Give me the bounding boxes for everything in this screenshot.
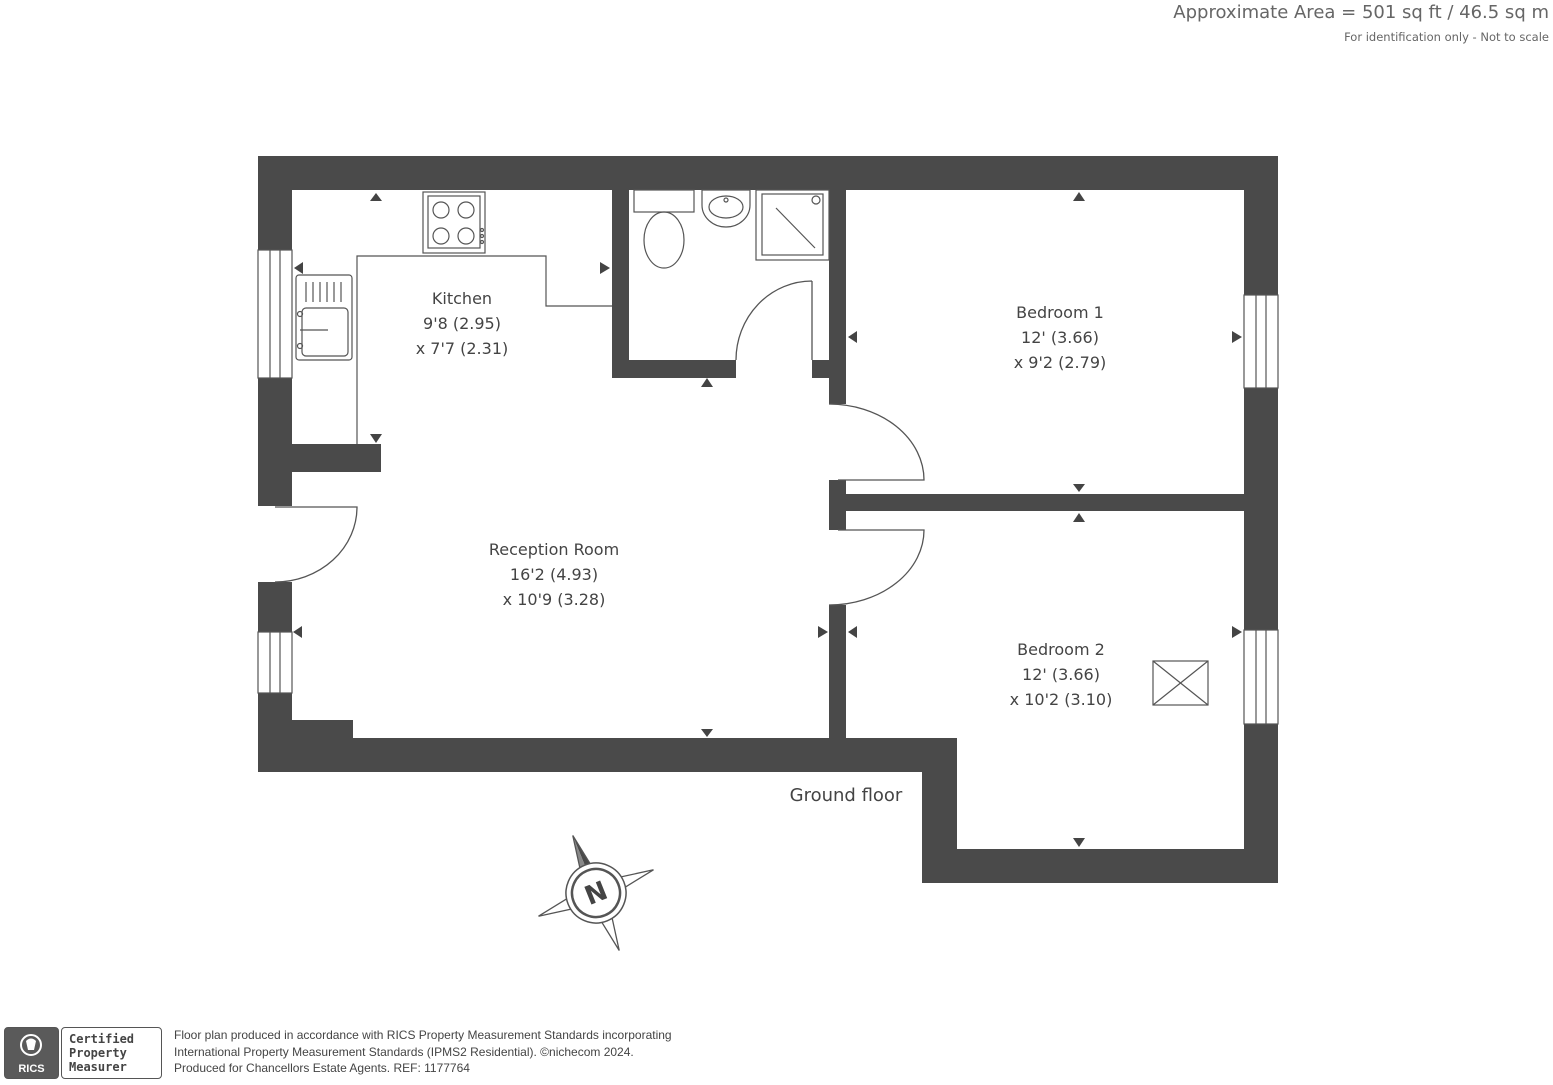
worktop-outline [356, 255, 612, 444]
arrow-up-icon [1073, 513, 1085, 522]
approximate-area: Approximate Area = 501 sq ft / 46.5 sq m [1173, 2, 1549, 23]
dimension-arrows [293, 192, 1242, 847]
wall-central-3 [829, 605, 846, 738]
identification-note: For identification only - Not to scale [1344, 30, 1549, 44]
walls [258, 156, 1278, 883]
bedroom2-dim2: x 10'2 (3.10) [1010, 690, 1113, 709]
arrow-left-icon [848, 331, 857, 343]
wall-left-1 [258, 156, 292, 250]
kitchen-dim1: 9'8 (2.95) [423, 314, 501, 333]
basin-icon [701, 189, 751, 228]
window-kitchen [257, 249, 293, 379]
reception-name: Reception Room [489, 540, 619, 559]
wall-kitchen-partition [292, 444, 381, 472]
hob-icon [422, 191, 486, 254]
bathroom-door [735, 280, 813, 361]
badge-line: Measurer [69, 1060, 127, 1074]
arrow-left-icon [293, 626, 302, 638]
floor-label: Ground floor [790, 785, 903, 806]
entrance-door [274, 506, 358, 583]
bedroom1-door [828, 403, 925, 481]
wall-bottom-step [292, 720, 353, 738]
arrow-down-icon [701, 729, 713, 737]
wall-left-3 [258, 582, 292, 632]
bathroom-fittings [633, 189, 830, 269]
footer-line: International Property Measurement Stand… [174, 1044, 634, 1059]
arrow-right-icon [1232, 626, 1242, 638]
loft-hatch-icon [1152, 660, 1209, 706]
rics-word: RICS [18, 1063, 45, 1075]
compass-icon: N [538, 835, 654, 951]
arrow-up-icon [370, 193, 382, 201]
arrow-right-icon [1232, 331, 1242, 343]
wall-left-bedroom2 [922, 738, 957, 883]
kitchen-dim2: x 7'7 (2.31) [416, 339, 509, 358]
wall-bottom-reception [258, 738, 956, 772]
wall-top [258, 156, 1278, 190]
reception-dim1: 16'2 (4.93) [510, 565, 598, 584]
footer-notice: Floor plan produced in accordance with R… [174, 1027, 672, 1077]
arrow-down-icon [370, 434, 382, 443]
badge-line: Certified [69, 1032, 135, 1046]
arrow-down-icon [1073, 484, 1085, 492]
arrow-left-icon [848, 626, 857, 638]
doors [274, 280, 925, 606]
arrow-up-icon [701, 378, 713, 387]
wall-right-1 [1244, 156, 1278, 295]
bedroom2-dim1: 12' (3.66) [1022, 665, 1100, 684]
wall-bedroom-divider [846, 494, 1278, 511]
arrow-down-icon [1073, 838, 1085, 847]
lion-icon [20, 1034, 42, 1056]
bedroom2-name: Bedroom 2 [1017, 640, 1105, 659]
window-bedroom2 [1243, 629, 1279, 725]
window-reception [257, 631, 293, 694]
toilet-icon [633, 189, 695, 269]
wall-central-2 [829, 480, 846, 530]
wall-bath-left [612, 190, 629, 378]
arrow-right-icon [600, 262, 610, 274]
rics-logo: RICS [4, 1027, 59, 1079]
kitchen-name: Kitchen [432, 289, 492, 308]
arrow-left-icon [294, 262, 303, 274]
wall-left-2 [258, 378, 292, 506]
shower-icon [755, 189, 830, 261]
room-labels: Kitchen 9'8 (2.95) x 7'7 (2.31) Bedroom … [416, 289, 1113, 709]
certified-badge: Certified Property Measurer [61, 1027, 162, 1079]
wall-bath-bottom [612, 360, 736, 378]
bedroom1-dim1: 12' (3.66) [1021, 328, 1099, 347]
footer-line: Produced for Chancellors Estate Agents. … [174, 1061, 470, 1075]
bedroom1-name: Bedroom 1 [1016, 303, 1104, 322]
reception-dim2: x 10'9 (3.28) [503, 590, 606, 609]
wall-bottom-bedroom2 [922, 849, 1278, 883]
arrow-right-icon [818, 626, 828, 638]
kitchen-fittings [295, 191, 612, 444]
footer-line: Floor plan produced in accordance with R… [174, 1028, 672, 1042]
bedroom2-door [828, 529, 925, 606]
windows [257, 249, 1279, 725]
badge-line: Property [69, 1046, 127, 1060]
window-bedroom1 [1243, 294, 1279, 389]
wall-central-1 [829, 190, 846, 404]
arrow-up-icon [1073, 192, 1085, 201]
bedroom1-dim2: x 9'2 (2.79) [1014, 353, 1107, 372]
sink-icon [295, 274, 353, 361]
